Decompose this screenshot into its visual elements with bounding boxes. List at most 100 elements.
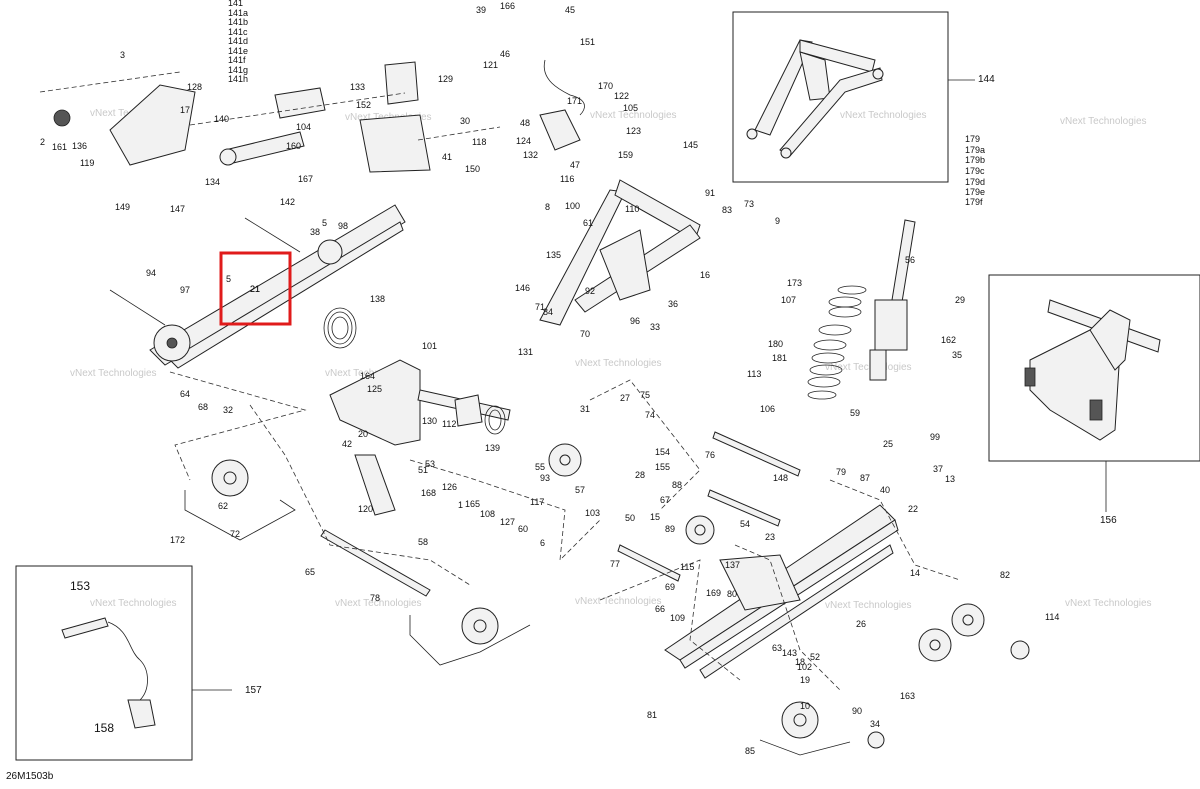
part-callout-22: 22 <box>908 504 918 514</box>
part-callout-50: 50 <box>625 513 635 523</box>
part-callout-104: 104 <box>296 122 311 132</box>
part-callout-131: 131 <box>518 347 533 357</box>
part-callout-79: 79 <box>836 467 846 477</box>
part-callout-130: 130 <box>422 416 437 426</box>
part-callout-54: 54 <box>740 519 750 529</box>
part-callout-81: 81 <box>647 710 657 720</box>
part-callout-140: 140 <box>214 114 229 124</box>
part-callout-156: 156 <box>1100 515 1117 526</box>
part-callout-15: 15 <box>650 512 660 522</box>
part-callout-105: 105 <box>623 103 638 113</box>
part-callout-68: 68 <box>198 402 208 412</box>
part-callout-91: 91 <box>705 188 715 198</box>
part-callout-155: 155 <box>655 462 670 472</box>
watermark: vNext Technologies <box>90 598 177 609</box>
part-callout-106: 106 <box>760 404 775 414</box>
part-callout-127: 127 <box>500 517 515 527</box>
part-callout-84: 84 <box>543 307 553 317</box>
part-callout-121: 121 <box>483 60 498 70</box>
part-callout-120: 120 <box>358 504 373 514</box>
part-callout-137: 137 <box>725 560 740 570</box>
part-callout-53: 53 <box>425 459 435 469</box>
slide-rail-drawing <box>664 504 899 679</box>
part-callout-160: 160 <box>286 141 301 151</box>
part-callout-109: 109 <box>670 613 685 623</box>
part-callout-71: 71 <box>535 302 545 312</box>
part-callout-152: 152 <box>356 100 371 110</box>
part-callout-39: 39 <box>476 5 486 15</box>
part-callout-41: 41 <box>442 152 452 162</box>
part-callout-113: 113 <box>747 369 761 379</box>
part-callout-161: 161 <box>52 142 67 152</box>
part-callout-20: 20 <box>358 429 368 439</box>
part-callout-14: 14 <box>910 568 920 578</box>
part-callout-8: 8 <box>545 202 550 212</box>
part-callout-35: 35 <box>952 350 962 360</box>
part-callout-141c: 141c <box>228 27 248 37</box>
part-callout-135: 135 <box>546 250 561 260</box>
part-callout-141b: 141b <box>228 17 248 27</box>
highlight-box <box>219 251 292 326</box>
highlighted-callout-21: 21 <box>250 284 260 294</box>
inset-box-157 <box>15 565 193 761</box>
part-callout-101: 101 <box>422 341 437 351</box>
highlighted-callout-5: 5 <box>226 274 231 284</box>
part-callout-99: 99 <box>930 432 940 442</box>
part-callout-116: 116 <box>560 174 574 184</box>
part-callout-150: 150 <box>465 164 480 174</box>
part-callout-144: 144 <box>978 74 995 85</box>
part-callout-141: 141 <box>228 0 243 8</box>
watermark: vNext Technologies <box>575 358 662 369</box>
part-callout-134: 134 <box>205 177 220 187</box>
part-callout-85: 85 <box>745 746 755 756</box>
part-callout-73: 73 <box>744 199 754 209</box>
part-callout-56: 56 <box>905 255 915 265</box>
watermark: vNext Technologies <box>1065 598 1152 609</box>
part-callout-181: 181 <box>772 353 787 363</box>
part-callout-70: 70 <box>580 329 590 339</box>
part-callout-9: 9 <box>775 216 780 226</box>
part-callout-129: 129 <box>438 74 453 84</box>
part-callout-168: 168 <box>421 488 436 498</box>
part-callout-27: 27 <box>620 393 630 403</box>
part-callout-179c: 179c <box>965 166 985 176</box>
part-callout-145: 145 <box>683 140 698 150</box>
part-callout-123: 123 <box>626 126 641 136</box>
part-callout-179e: 179e <box>965 187 985 197</box>
part-callout-40: 40 <box>880 485 890 495</box>
part-callout-2: 2 <box>40 137 45 147</box>
part-callout-90: 90 <box>852 706 862 716</box>
part-callout-34: 34 <box>870 719 880 729</box>
part-callout-94: 94 <box>146 268 156 278</box>
part-callout-141h: 141h <box>228 74 248 84</box>
part-callout-169: 169 <box>706 588 721 598</box>
part-callout-38: 38 <box>310 227 320 237</box>
part-callout-55: 55 <box>535 462 545 472</box>
front-shock-drawing <box>539 59 916 400</box>
part-callout-141a: 141a <box>228 8 248 18</box>
part-callout-179b: 179b <box>965 155 985 165</box>
part-callout-10: 10 <box>800 701 810 711</box>
part-callout-51: 51 <box>418 465 428 475</box>
assembly-lines <box>39 71 961 691</box>
part-callout-96: 96 <box>630 316 640 326</box>
part-callout-146: 146 <box>515 283 530 293</box>
part-callout-76: 76 <box>705 450 715 460</box>
part-callout-30: 30 <box>460 116 470 126</box>
part-callout-74: 74 <box>645 410 655 420</box>
group-brackets <box>184 490 851 756</box>
sensor-harness-drawing <box>61 617 156 729</box>
part-callout-65: 65 <box>305 567 315 577</box>
part-callout-88: 88 <box>672 480 682 490</box>
part-callout-57: 57 <box>575 485 585 495</box>
part-callout-133: 133 <box>350 82 365 92</box>
part-callout-102: 102 <box>797 662 812 672</box>
part-callout-164: 164 <box>360 371 375 381</box>
part-callout-154: 154 <box>655 447 670 457</box>
part-callout-17: 17 <box>180 105 190 115</box>
part-callout-171: 171 <box>567 96 582 106</box>
part-callout-98: 98 <box>338 221 348 231</box>
watermark: vNext Technologies <box>70 368 157 379</box>
part-callout-167: 167 <box>298 174 313 184</box>
part-callout-13: 13 <box>945 474 955 484</box>
